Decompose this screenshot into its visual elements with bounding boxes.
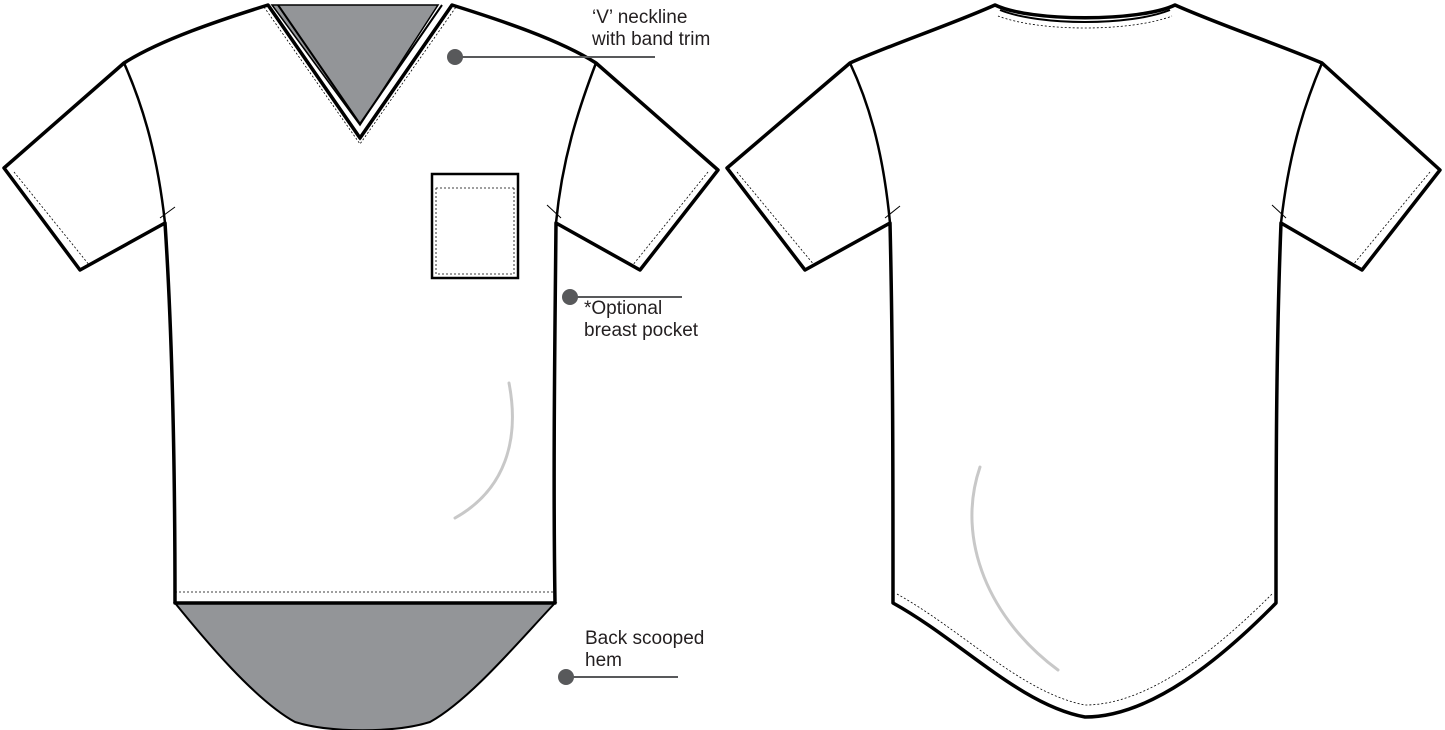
neck-band-trim	[266, 4, 454, 141]
back-left-armhole-seam	[848, 62, 892, 224]
left-armhole-seam	[122, 62, 167, 224]
neckline-callout-line1: ‘V’ neckline	[592, 7, 688, 28]
front-body	[2, 3, 720, 605]
pocket-callout-line2: breast pocket	[584, 320, 699, 341]
back-scooped-hem-shape	[172, 602, 558, 730]
hem-callout: Back scooped hem	[585, 628, 704, 672]
pocket-callout: *Optional breast pocket	[584, 298, 698, 342]
breast-pocket	[430, 172, 520, 280]
back-right-notch	[1271, 204, 1287, 219]
right-armhole-seam	[554, 62, 598, 224]
neck-inner-back	[270, 4, 440, 127]
neckline-callout-line2: with band trim	[592, 29, 711, 50]
front-fold-shading	[453, 381, 514, 520]
back-left-notch	[884, 205, 901, 219]
breast-pocket-stitch	[435, 187, 515, 275]
left-notch	[159, 206, 176, 219]
hem-callout-line1: Back scooped	[585, 628, 705, 649]
back-fold-shading	[970, 465, 1060, 672]
back-right-armhole-seam	[1279, 62, 1324, 224]
right-sleeve-hem-stitch	[631, 171, 709, 267]
callout-markers	[447, 49, 682, 685]
back-neck-band	[999, 9, 1171, 23]
back-view	[725, 3, 1442, 719]
hem-callout-line2: hem	[585, 650, 622, 671]
back-body	[725, 3, 1442, 719]
neckline-callout: ‘V’ neckline with band trim	[592, 7, 710, 51]
neck-band-inner-edge	[277, 4, 443, 126]
pocket-callout-line1: *Optional	[584, 298, 663, 319]
back-right-sleeve-hem-stitch	[1351, 171, 1431, 267]
left-sleeve-hem-stitch	[13, 171, 91, 267]
front-view	[2, 3, 720, 730]
right-notch	[546, 204, 562, 219]
back-neck-stitch	[997, 15, 1173, 29]
back-left-sleeve-hem-stitch	[736, 171, 816, 267]
